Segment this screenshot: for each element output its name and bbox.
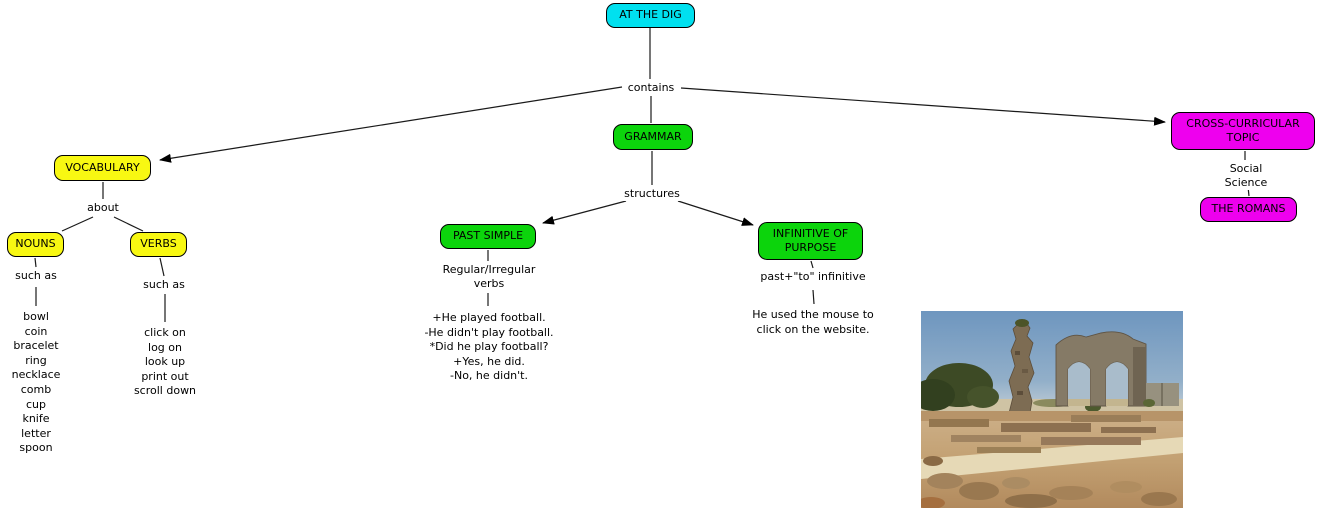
ruins-pillar: [1008, 319, 1035, 414]
node-cross-curricular-topic[interactable]: CROSS-CURRICULAR TOPIC: [1171, 112, 1315, 150]
infinitive-example: He used the mouse to click on the websit…: [752, 308, 874, 336]
node-at-the-dig[interactable]: AT THE DIG: [606, 3, 695, 28]
node-grammar[interactable]: GRAMMAR: [613, 124, 693, 150]
node-past-simple[interactable]: PAST SIMPLE: [440, 224, 536, 249]
ruins-arch: [1055, 331, 1179, 407]
node-nouns[interactable]: NOUNS: [7, 232, 64, 257]
node-vocabulary[interactable]: VOCABULARY: [54, 155, 151, 181]
link-label-contains[interactable]: contains: [625, 81, 677, 95]
link-label-social-science[interactable]: Social Science: [1210, 162, 1282, 190]
node-verbs[interactable]: VERBS: [130, 232, 187, 257]
noun-examples-list: bowl coin bracelet ring necklace comb cu…: [11, 310, 61, 455]
past-simple-examples: +He played football. -He didn't play foo…: [424, 311, 554, 383]
link-label-such-as-nouns[interactable]: such as: [13, 269, 59, 283]
ruins-trees: [921, 363, 1101, 412]
link-label-such-as-verbs[interactable]: such as: [141, 278, 187, 292]
node-the-romans[interactable]: THE ROMANS: [1200, 197, 1297, 222]
link-label-past-to-infinitive[interactable]: past+"to" infinitive: [758, 270, 868, 284]
ruins-ground: [921, 411, 1183, 508]
link-label-structures[interactable]: structures: [622, 187, 682, 201]
link-label-regular-irregular[interactable]: Regular/Irregular verbs: [440, 263, 538, 291]
node-infinitive-of-purpose[interactable]: INFINITIVE OF PURPOSE: [758, 222, 863, 260]
link-label-about[interactable]: about: [85, 201, 121, 215]
roman-ruins-photo: [921, 311, 1183, 508]
verb-examples-list: click on log on look up print out scroll…: [133, 326, 197, 398]
